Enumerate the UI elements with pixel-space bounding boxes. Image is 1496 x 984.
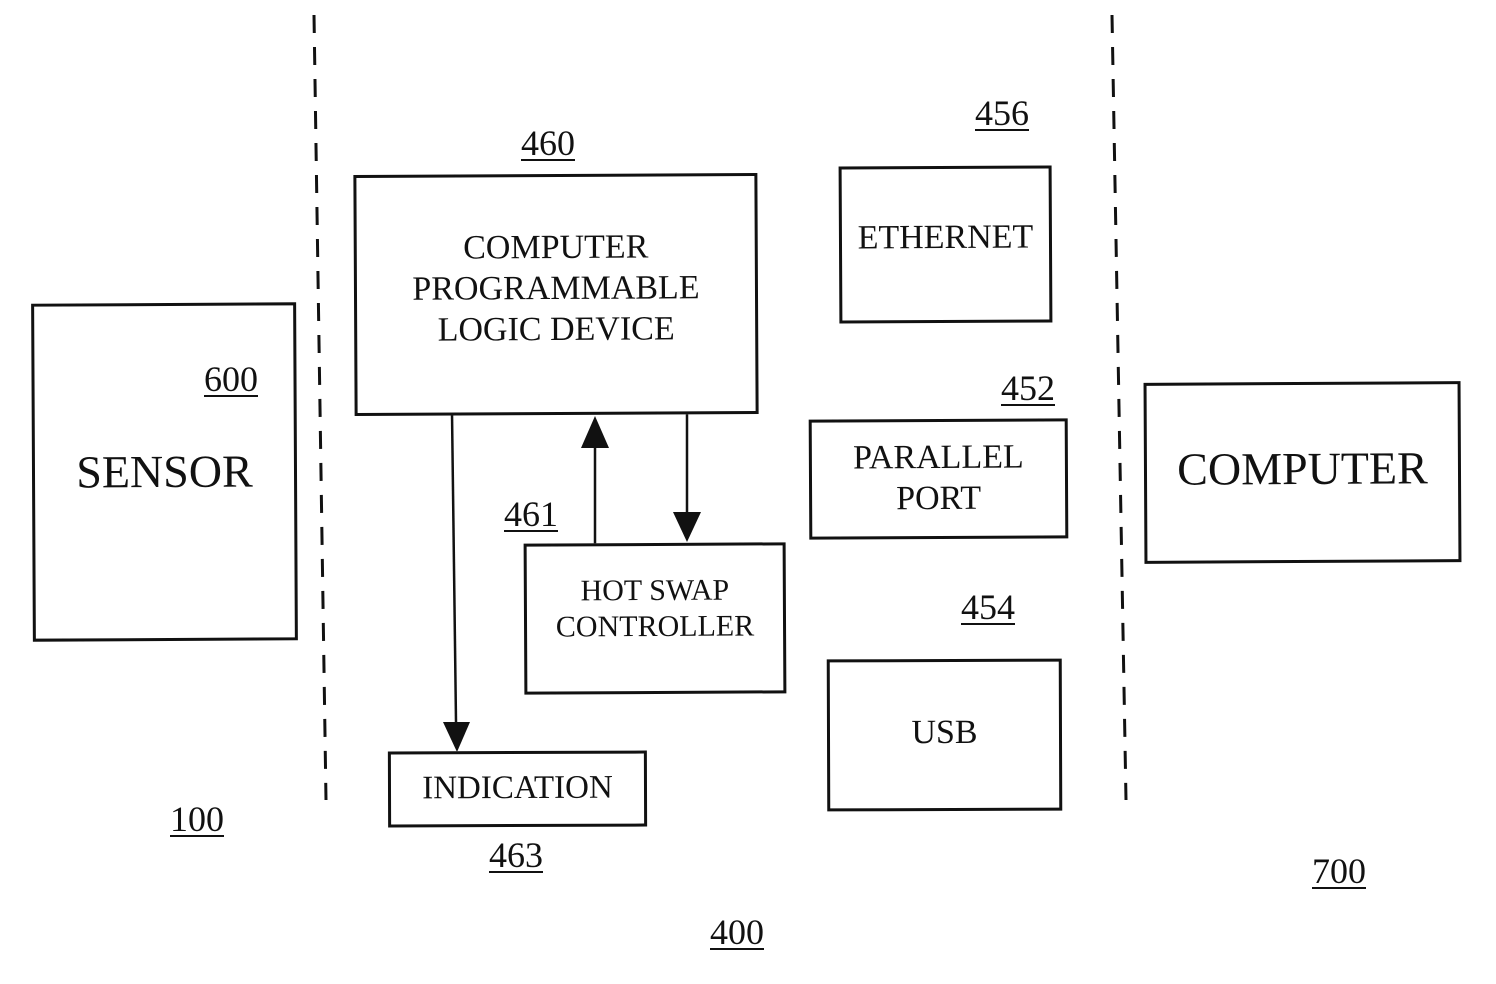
indication-arrowhead <box>443 722 470 752</box>
indication-block: INDICATION <box>388 751 647 828</box>
left-region-divider <box>314 15 326 800</box>
computer-label: COMPUTER <box>1177 440 1428 496</box>
parallel-port-ref: 452 <box>1001 367 1055 409</box>
right-region-divider <box>1112 15 1126 800</box>
usb-ref: 454 <box>961 586 1015 628</box>
cpld-to-indication-arrow <box>452 413 456 722</box>
hotswap-arrowhead <box>673 512 701 542</box>
hotswap-ref: 461 <box>504 493 558 535</box>
computer-block: COMPUTER <box>1144 381 1462 564</box>
ethernet-label: ETHERNET <box>858 218 1034 260</box>
sensor-block: SENSOR <box>31 302 298 641</box>
hotswap-label: HOT SWAP CONTROLLER <box>556 572 755 645</box>
ethernet-ref: 456 <box>975 92 1029 134</box>
parallel-port-block: PARALLEL PORT <box>809 418 1069 539</box>
cpld-block: COMPUTER PROGRAMMABLE LOGIC DEVICE <box>353 173 758 416</box>
sensor-ref: 600 <box>204 358 258 400</box>
cpld-arrowhead <box>581 416 609 448</box>
computer-region-ref: 700 <box>1312 850 1366 892</box>
indication-ref: 463 <box>489 834 543 876</box>
cpld-ref: 460 <box>521 122 575 164</box>
usb-block: USB <box>827 659 1063 812</box>
sensor-label: SENSOR <box>76 444 253 500</box>
sensor-region-ref: 100 <box>170 798 224 840</box>
interface-region-ref: 400 <box>710 911 764 953</box>
indication-label: INDICATION <box>422 769 613 809</box>
cpld-label: COMPUTER PROGRAMMABLE LOGIC DEVICE <box>412 228 700 352</box>
parallel-port-label: PARALLEL PORT <box>853 438 1024 520</box>
usb-label: USB <box>911 712 977 753</box>
hotswap-block: HOT SWAP CONTROLLER <box>524 542 787 694</box>
ethernet-block: ETHERNET <box>839 165 1053 323</box>
